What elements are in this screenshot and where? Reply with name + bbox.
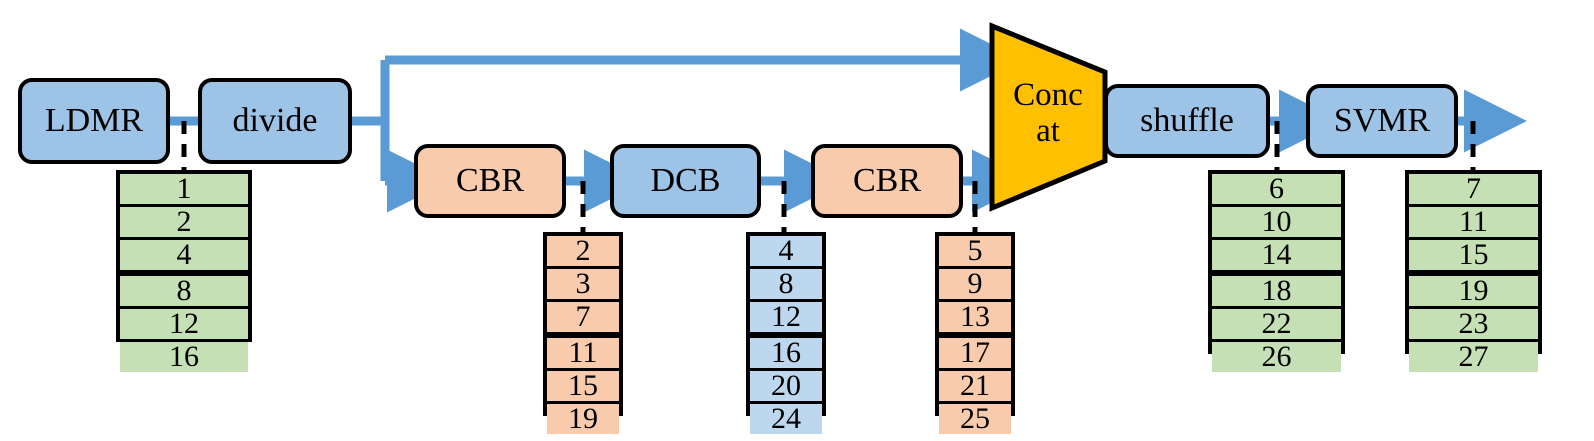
table-cell: 14: [1212, 240, 1341, 276]
table-cell: 19: [547, 404, 619, 434]
table-cell: 11: [547, 338, 619, 371]
node-svmr-label: SVMR: [1333, 102, 1431, 140]
table-cell: 17: [939, 338, 1011, 371]
table-cell: 9: [939, 269, 1011, 302]
table-cell: 3: [547, 269, 619, 302]
table-cell: 8: [120, 276, 248, 309]
table-cell: 13: [939, 302, 1011, 338]
node-cbr-1-label: CBR: [455, 162, 525, 200]
node-cbr-1[interactable]: CBR: [414, 144, 566, 218]
table-cell: 19: [1409, 276, 1538, 309]
table-cell: 8: [750, 269, 822, 302]
table-cell: 24: [750, 404, 822, 434]
table-svmr: 7 11 15 19 23 27: [1405, 170, 1542, 372]
table-cell: 16: [750, 338, 822, 371]
table-cell: 20: [750, 371, 822, 404]
node-dcb-label: DCB: [650, 162, 721, 200]
table-cell: 15: [1409, 240, 1538, 276]
node-cbr-2[interactable]: CBR: [811, 144, 963, 218]
table-cell: 27: [1409, 342, 1538, 372]
table-cell: 23: [1409, 309, 1538, 342]
table-cell: 1: [120, 174, 248, 207]
table-shuffle: 6 10 14 18 22 26: [1208, 170, 1345, 372]
table-cell: 22: [1212, 309, 1341, 342]
table-cell: 21: [939, 371, 1011, 404]
node-concat-label: Conc at: [1000, 77, 1096, 149]
node-dcb[interactable]: DCB: [610, 144, 761, 218]
table-cell: 15: [547, 371, 619, 404]
node-concat-label-line2: at: [1036, 112, 1060, 149]
node-ldmr-label: LDMR: [44, 102, 144, 140]
node-shuffle-label: shuffle: [1140, 102, 1234, 140]
node-divide[interactable]: divide: [198, 78, 352, 164]
table-cell: 7: [547, 302, 619, 338]
table-cell: 2: [120, 207, 248, 240]
node-ldmr[interactable]: LDMR: [18, 78, 170, 164]
table-cell: 7: [1409, 174, 1538, 207]
table-cell: 11: [1409, 207, 1538, 240]
table-cell: 18: [1212, 276, 1341, 309]
table-cell: 12: [750, 302, 822, 338]
table-cell: 25: [939, 404, 1011, 434]
node-svmr[interactable]: SVMR: [1306, 84, 1458, 158]
table-cell: 6: [1212, 174, 1341, 207]
node-divide-label: divide: [232, 102, 318, 140]
table-cell: 2: [547, 236, 619, 269]
table-cell: 10: [1212, 207, 1341, 240]
table-cell: 4: [120, 240, 248, 276]
node-concat-label-line1: Conc: [1013, 77, 1083, 113]
table-cell: 16: [120, 342, 248, 372]
node-cbr-2-label: CBR: [852, 162, 922, 200]
table-cbr-2: 5 9 13 17 21 25: [935, 232, 1015, 434]
table-ldmr: 1 2 4 8 12 16: [116, 170, 252, 372]
table-cbr-1: 2 3 7 11 15 19: [543, 232, 623, 434]
table-cell: 5: [939, 236, 1011, 269]
table-cell: 12: [120, 309, 248, 342]
node-shuffle[interactable]: shuffle: [1104, 84, 1270, 158]
table-cell: 4: [750, 236, 822, 269]
table-cell: 26: [1212, 342, 1341, 372]
table-dcb: 4 8 12 16 20 24: [746, 232, 826, 434]
